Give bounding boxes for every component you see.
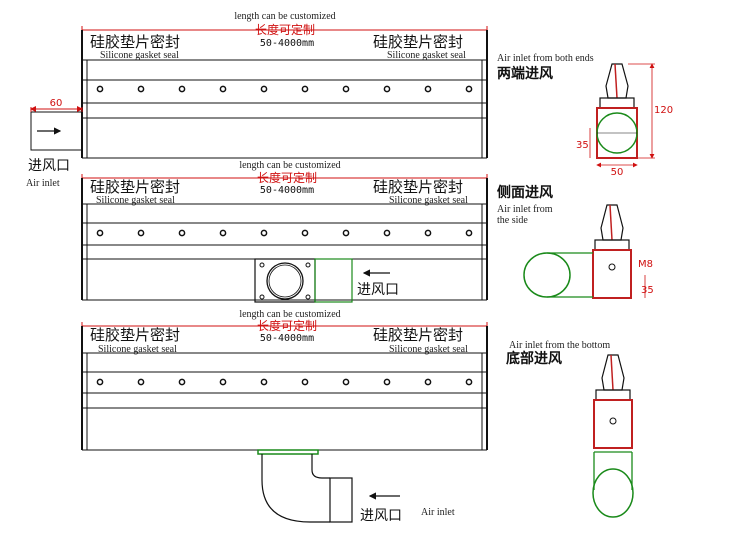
section2-title-en-1: Air inlet from <box>497 204 553 215</box>
inlet-label-en-3: Air inlet <box>421 507 455 518</box>
length-range: 50-4000mm <box>260 38 314 49</box>
section1-title-en: Air inlet from both ends <box>497 53 594 64</box>
side-inlet-flange <box>254 258 353 303</box>
gasket-label-cn-right-3: 硅胶垫片密封 <box>373 326 463 344</box>
inlet-label-cn-3: 进风口 <box>360 508 402 524</box>
dim-left-35: 35 <box>576 140 589 151</box>
gasket-label-en-left-2: Silicone gasket seal <box>96 195 175 206</box>
section3-title-en: Air inlet from the bottom <box>509 340 610 351</box>
section2-title-en-2: the side <box>497 215 528 226</box>
air-knife-body-2 <box>81 178 488 303</box>
inlet-label-cn-1: 进风口 <box>28 158 70 174</box>
length-range-2: 50-4000mm <box>260 185 314 196</box>
gasket-label-cn-left-3: 硅胶垫片密封 <box>90 326 180 344</box>
gasket-label-cn-right-2: 硅胶垫片密封 <box>373 178 463 196</box>
gasket-label-cn-right: 硅胶垫片密封 <box>373 33 463 51</box>
length-label-en-2: length can be customized <box>239 160 340 171</box>
cross-section-1: 120 35 50 <box>576 63 673 178</box>
mounting-holes-3 <box>96 378 473 386</box>
section1-title-cn: 两端进风 <box>497 65 553 82</box>
length-range-3: 50-4000mm <box>260 333 314 344</box>
gasket-label-en-right: Silicone gasket seal <box>387 50 466 61</box>
inlet-width-dim: 60 <box>50 98 63 109</box>
cross-section-3 <box>592 354 634 518</box>
air-knife-body-3 <box>81 326 488 451</box>
length-label-en-3: length can be customized <box>239 309 340 320</box>
inlet-label-cn-2: 进风口 <box>357 282 399 298</box>
dim-height-120: 120 <box>654 105 673 116</box>
gasket-label-en-left-3: Silicone gasket seal <box>98 344 177 355</box>
mounting-holes-2 <box>96 229 473 237</box>
section-both-ends: length can be customized 长度可定制 50-4000mm… <box>26 11 673 189</box>
end-inlet-pipe: 60 <box>30 98 83 151</box>
dim-side-35: 35 <box>641 285 654 296</box>
gasket-label-en-right-3: Silicone gasket seal <box>389 344 468 355</box>
section3-title-cn: 底部进风 <box>506 350 562 367</box>
section-side: length can be customized 长度可定制 50-4000mm… <box>81 160 654 303</box>
bottom-inlet-elbow <box>257 449 353 523</box>
dim-bottom-50: 50 <box>611 167 624 178</box>
gasket-label-cn-left: 硅胶垫片密封 <box>90 33 180 51</box>
dim-thread-m8: M8 <box>638 259 653 270</box>
inlet-label-en-1: Air inlet <box>26 178 60 189</box>
length-label-en: length can be customized <box>234 11 335 22</box>
mounting-holes-1 <box>96 85 473 93</box>
gasket-label-en-right-2: Silicone gasket seal <box>389 195 468 206</box>
gasket-label-en-left: Silicone gasket seal <box>100 50 179 61</box>
section-bottom: length can be customized 长度可定制 50-4000mm… <box>81 309 634 524</box>
section2-title-cn: 侧面进风 <box>497 184 553 201</box>
gasket-label-cn-left-2: 硅胶垫片密封 <box>90 178 180 196</box>
cross-section-2: M8 35 <box>523 204 654 299</box>
